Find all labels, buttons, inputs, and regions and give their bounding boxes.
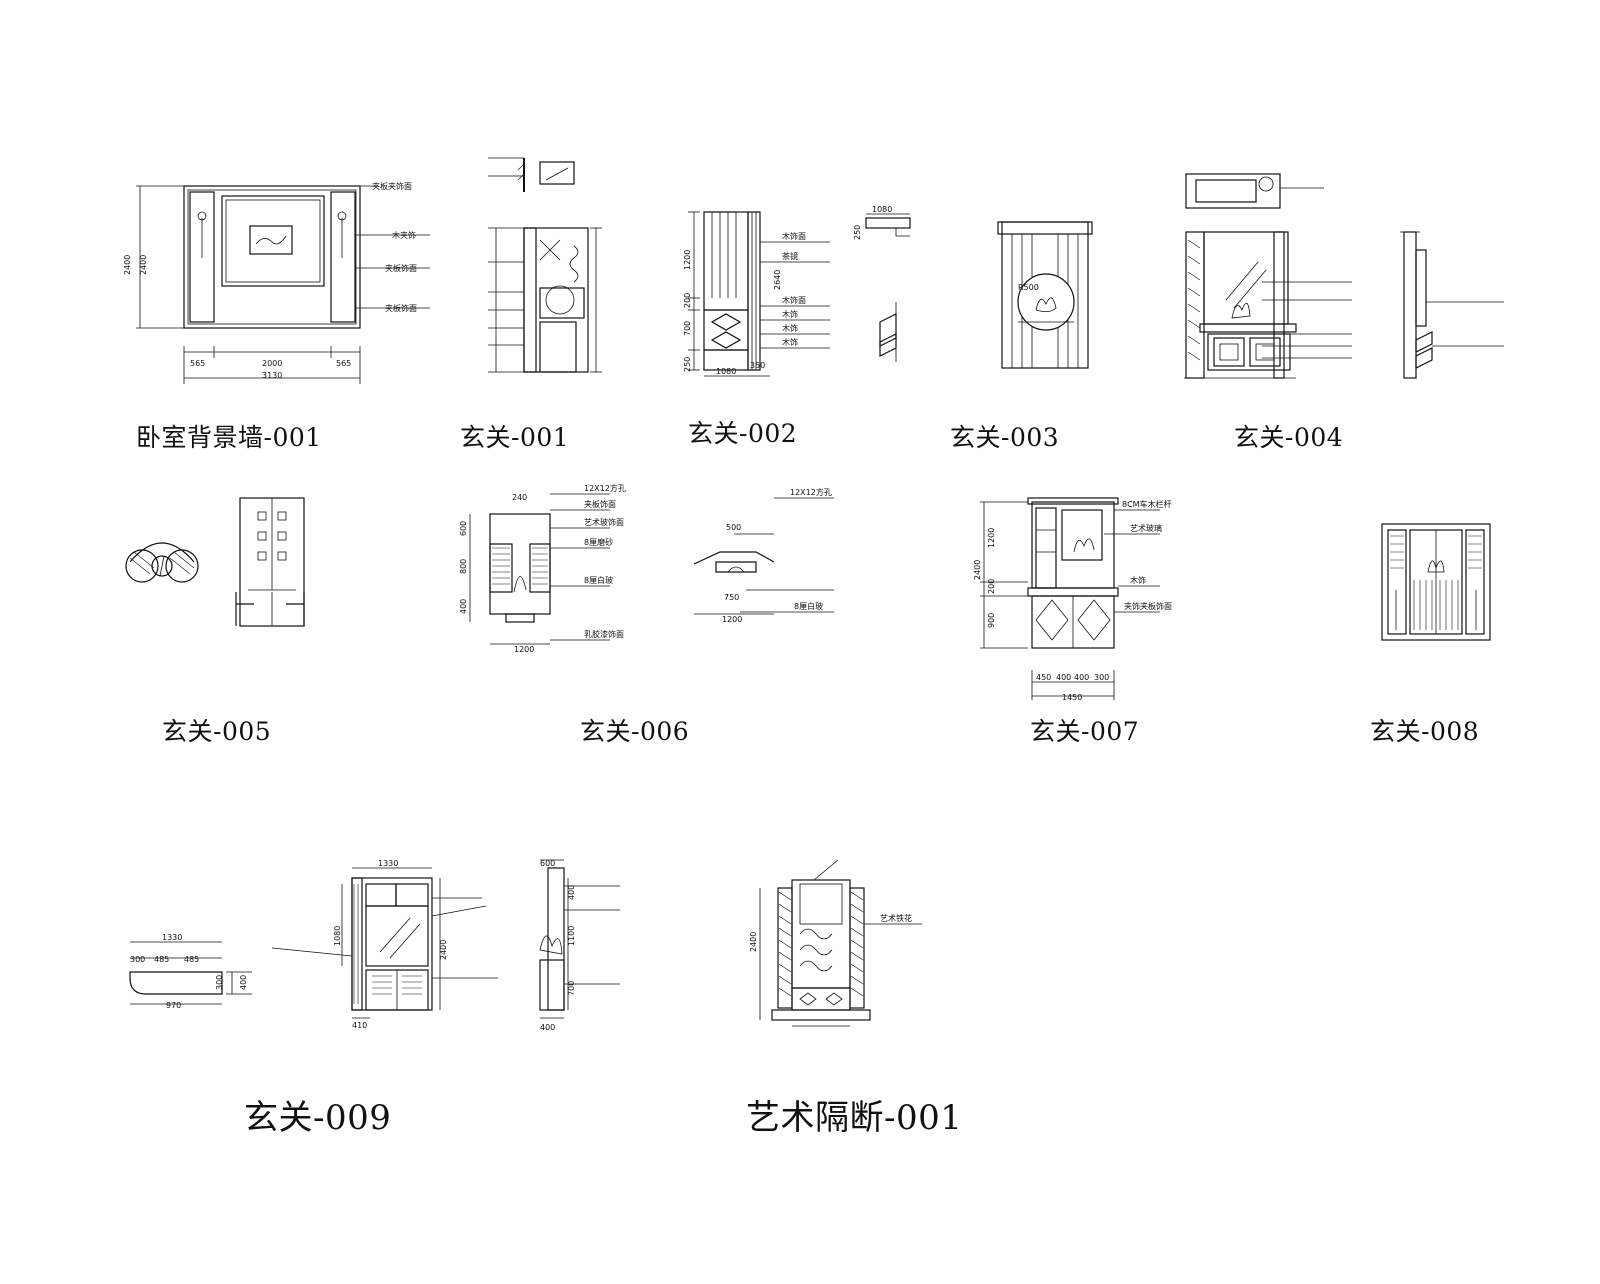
x2-dim-1080a: 1080	[872, 205, 892, 214]
bw-note-1: 夹板夹饰面	[372, 181, 412, 191]
caption-entry-006: 玄关-006	[580, 717, 690, 746]
caption-entry-008: 玄关-008	[1370, 717, 1480, 746]
bedroom-background-wall-elevation: 夹板夹饰面 木夹饰 夹板饰面 夹板饰面 2400 2400 565 2000 5…	[123, 181, 430, 384]
caption-entry-005: 玄关-005	[162, 717, 272, 746]
x7-note-1b: 艺术玻璃	[1130, 523, 1162, 533]
x7-dim-900: 900	[987, 613, 996, 628]
x7-dim-1200: 1200	[987, 528, 996, 548]
x6-dim-240: 240	[512, 493, 527, 502]
x7-note-2: 木饰	[1130, 575, 1146, 585]
x6-note-1: 12X12方孔	[584, 483, 626, 493]
x2-dim-350: 350	[750, 361, 765, 370]
x6-dim-1200b: 1200	[722, 615, 742, 624]
x6-dim-1200: 1200	[514, 645, 534, 654]
bw-note-3: 夹板饰面	[385, 263, 417, 273]
x6-dim-800: 800	[459, 559, 468, 574]
x7-dim-450: 450	[1036, 673, 1051, 682]
x9-dim-1330a: 1330	[162, 933, 182, 942]
entry-001-elevation	[488, 157, 602, 373]
caption-entry-001: 玄关-001	[460, 423, 570, 452]
x9-dim-400b: 400	[540, 1023, 555, 1032]
x6-note-1d: 8厘磨砂	[584, 537, 613, 547]
x9-dim-400a: 400	[567, 885, 576, 900]
x6-note-1c: 艺术玻饰面	[584, 517, 624, 527]
x7-dim-200: 200	[987, 579, 996, 594]
x9-dim-400: 400	[239, 975, 248, 990]
entry-008-elevation	[1381, 523, 1491, 641]
caption-entry-007: 玄关-007	[1030, 717, 1140, 746]
x9-dim-1080: 1080	[333, 926, 342, 946]
x2-note-5: 木饰	[782, 323, 798, 333]
caption-entry-003: 玄关-003	[950, 423, 1060, 452]
x2-dim-250: 250	[683, 357, 692, 372]
ab-note-1: 艺术铁花	[880, 913, 912, 923]
x9-dim-1100: 1100	[567, 926, 576, 946]
bw-dim-3130: 3130	[262, 371, 282, 380]
x9-dim-300b: 300	[215, 975, 224, 990]
x9-dim-600: 600	[540, 859, 555, 868]
x2-dim-2640: 2640	[773, 270, 782, 290]
x3-dim-r500: R500	[1018, 283, 1039, 292]
x9-dim-700: 700	[567, 981, 576, 996]
x7-dim-400a: 400	[1056, 673, 1071, 682]
x2-note-6: 木饰	[782, 337, 798, 347]
bw-dim-2000: 2000	[262, 359, 282, 368]
art-partition-001-elevation: 艺术铁花 2400	[749, 859, 922, 1027]
x2-note-2: 茶镜	[782, 251, 798, 261]
x2-note-3: 木饰面	[782, 295, 806, 305]
x7-dim-400b: 400	[1074, 673, 1089, 682]
x6-dim-400: 400	[459, 599, 468, 614]
x2-dim-1080b: 1080	[716, 367, 736, 376]
x7-dim-2400: 2400	[973, 560, 982, 580]
x6-note-4: 8厘白玻	[794, 601, 823, 611]
x6-dim-600: 600	[459, 521, 468, 536]
x6-note-3: 12X12方孔	[790, 487, 832, 497]
x6-note-2: 8厘白玻	[584, 575, 613, 585]
entry-003-elevation: R500	[997, 221, 1093, 369]
x2-dim-250b: 250	[853, 225, 862, 240]
x6-note-1b: 夹板饰面	[584, 499, 616, 509]
x2-dim-200: 200	[683, 293, 692, 308]
x6-dim-750: 750	[724, 593, 739, 602]
x7-note-3: 夹饰夹板饰面	[1124, 601, 1172, 611]
x9-dim-2400: 2400	[439, 940, 448, 960]
entry-009-plan-and-elevations: 1330 300 485 485 300 400 970 1330 1080 2…	[129, 859, 620, 1032]
bw-dim-565-b: 565	[336, 359, 351, 368]
x9-dim-485a: 485	[154, 955, 169, 964]
ab-dim-2400: 2400	[749, 932, 758, 952]
entry-005-plan-and-elevation	[125, 497, 305, 627]
caption-art-partition-001: 艺术隔断-001	[746, 1098, 963, 1138]
bw-note-4: 夹板饰面	[385, 303, 417, 313]
entry-006-elevation-and-section: 12X12方孔 夹板饰面 艺术玻饰面 8厘磨砂 8厘白玻 乳胶漆饰面 240 6…	[459, 483, 834, 654]
x7-note-1: 8CM车木栏杆	[1122, 499, 1172, 509]
caption-bedroom-wall-001: 卧室背景墙-001	[136, 423, 322, 452]
entry-007-elevation: 8CM车木栏杆 艺术玻璃 木饰 夹饰夹板饰面 2400 1200 200 900…	[973, 497, 1172, 702]
x2-dim-700: 700	[683, 321, 692, 336]
x6-note-1e: 乳胶漆饰面	[584, 629, 624, 639]
x7-dim-300: 300	[1094, 673, 1109, 682]
bw-note-2: 木夹饰	[392, 230, 416, 240]
bw-dim-565-a: 565	[190, 359, 205, 368]
caption-entry-009: 玄关-009	[244, 1098, 392, 1138]
entry-002-elevation: 木饰面 茶镜 木饰面 木饰 木饰 木饰 1080 1200 2640 200 7…	[683, 205, 911, 377]
bw-dim-2400-a: 2400	[123, 255, 132, 275]
x9-dim-1330b: 1330	[378, 859, 398, 868]
caption-entry-002: 玄关-002	[688, 419, 798, 448]
bw-dim-2400-b: 2400	[139, 255, 148, 275]
entry-004-elevation	[1184, 173, 1504, 379]
x2-note-4: 木饰	[782, 309, 798, 319]
x2-dim-1200: 1200	[683, 250, 692, 270]
x6-dim-500: 500	[726, 523, 741, 532]
x9-dim-410: 410	[352, 1021, 367, 1030]
x2-note-1: 木饰面	[782, 231, 806, 241]
x7-dim-1450: 1450	[1062, 693, 1082, 702]
x9-dim-485b: 485	[184, 955, 199, 964]
caption-entry-004: 玄关-004	[1234, 423, 1344, 452]
x9-dim-300: 300	[130, 955, 145, 964]
x9-dim-970: 970	[166, 1001, 181, 1010]
